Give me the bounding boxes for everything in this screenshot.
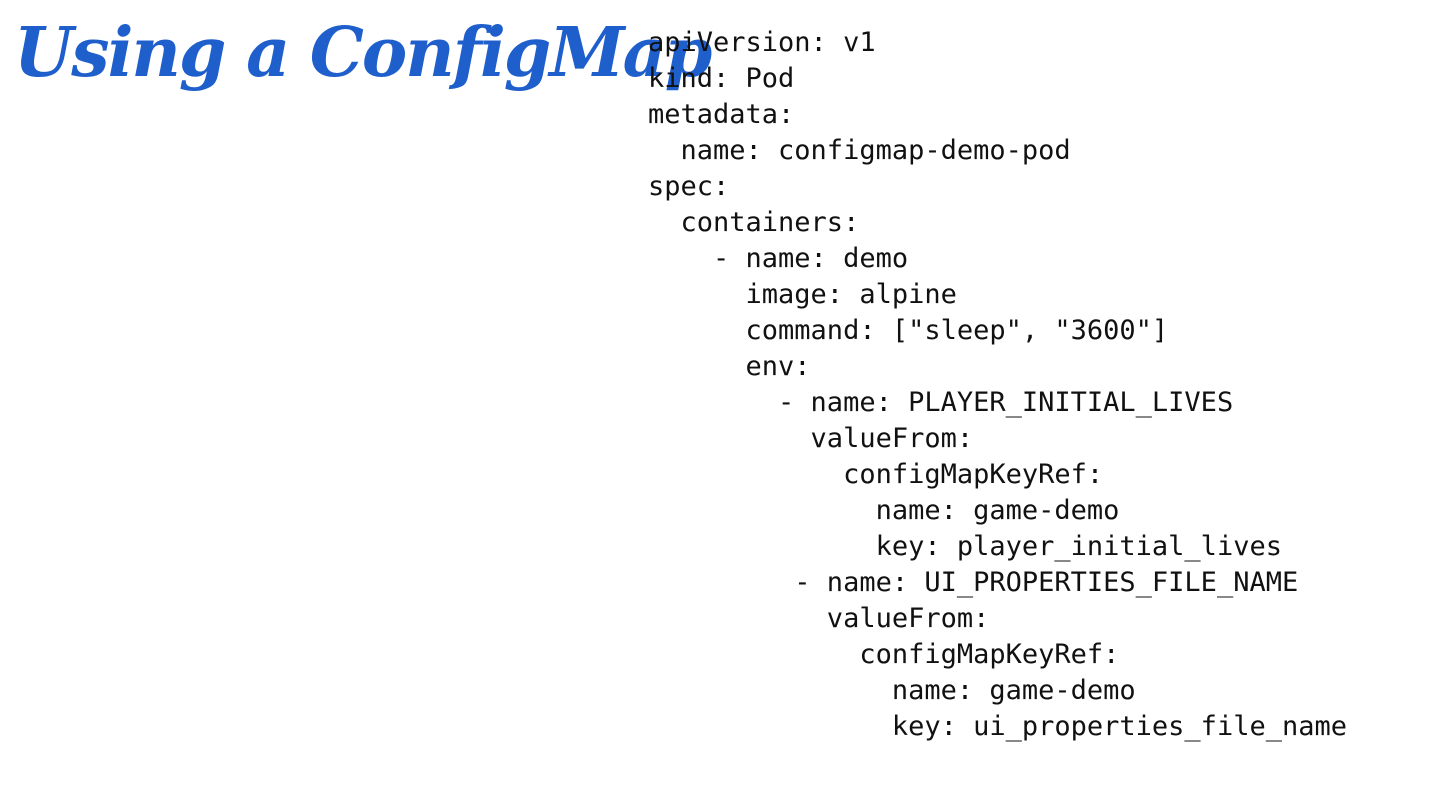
code-line: containers:	[648, 207, 860, 238]
code-line: configMapKeyRef:	[648, 459, 1104, 490]
yaml-code-block: apiVersion: v1 kind: Pod metadata: name:…	[648, 25, 1347, 745]
slide-title: Using a ConfigMap	[14, 13, 712, 93]
code-line: valueFrom:	[648, 603, 990, 634]
code-line: name: game-demo	[648, 495, 1120, 526]
code-line: env:	[648, 351, 811, 382]
code-line: kind: Pod	[648, 63, 795, 94]
code-line: image: alpine	[648, 279, 957, 310]
code-line: - name: demo	[648, 243, 909, 274]
code-line: metadata:	[648, 99, 795, 130]
code-line: name: configmap-demo-pod	[648, 135, 1071, 166]
code-line: name: game-demo	[648, 675, 1136, 706]
code-line: command: ["sleep", "3600"]	[648, 315, 1169, 346]
code-line: key: player_initial_lives	[648, 531, 1282, 562]
code-line: apiVersion: v1	[648, 27, 876, 58]
code-line: configMapKeyRef:	[648, 639, 1120, 670]
code-line: - name: PLAYER_INITIAL_LIVES	[648, 387, 1234, 418]
code-line: - name: UI_PROPERTIES_FILE_NAME	[648, 567, 1299, 598]
code-line: spec:	[648, 171, 730, 202]
code-line: key: ui_properties_file_name	[648, 711, 1347, 742]
code-line: valueFrom:	[648, 423, 974, 454]
